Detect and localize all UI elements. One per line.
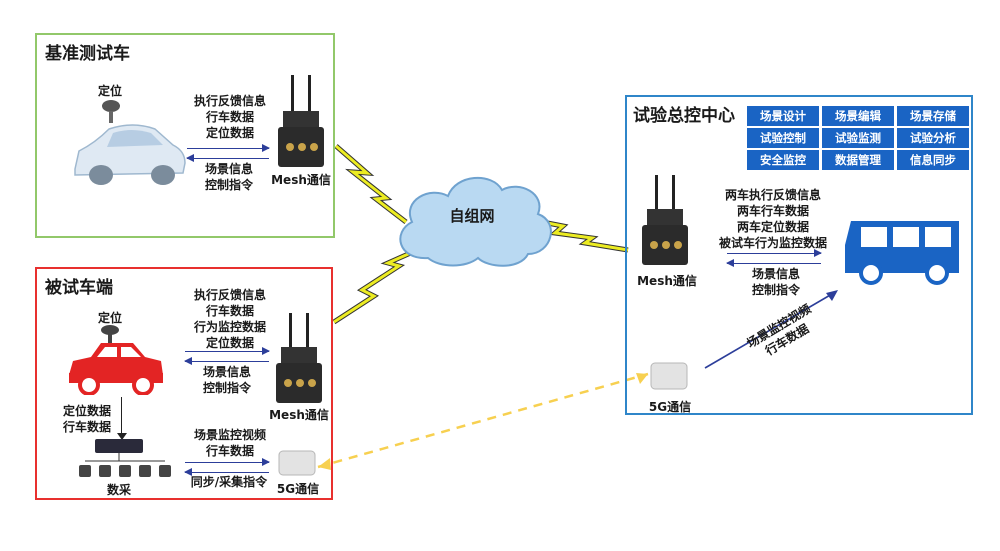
fiveg-arrow-left: [318, 458, 331, 470]
test-mesh-label: Mesh通信: [269, 408, 329, 422]
reference-downlink-1: 控制指令: [204, 178, 253, 192]
reference-uplink-2: 定位数据: [205, 126, 254, 140]
reference-downlink-arrow: [186, 154, 269, 162]
car-to-daq-arrowhead: [117, 433, 127, 440]
daq-label: 数采: [106, 483, 131, 497]
test-fiveg-uplink-arrow: [185, 458, 270, 466]
car-to-daq-line: [121, 397, 122, 437]
center-uplink-1: 两车行车数据: [736, 204, 809, 218]
reference-uplink-arrow: [187, 144, 270, 152]
cloud-icon: [399, 176, 552, 267]
bolt-ref: [334, 144, 408, 224]
test-downlink-1: 控制指令: [202, 381, 251, 395]
test-uplink-2: 行为监控数据: [193, 320, 266, 334]
test-vehicle-panel: 被试车端 定位 定位数据 行车数据 数采 执行反馈信息 行车数据 行为监控数据 …: [35, 267, 333, 500]
test-uplink-3: 定位数据: [205, 336, 254, 350]
fiveg-dashed-link: [317, 372, 649, 469]
test-uplink-0: 执行反馈信息: [193, 288, 266, 302]
test-uplink-arrow: [185, 347, 270, 355]
center-uplink-0: 两车执行反馈信息: [724, 188, 821, 202]
reference-downlink-0: 场景信息: [204, 162, 253, 176]
tile-test-analysis[interactable]: 试验分析: [897, 128, 969, 148]
center-downlink-arrow: [726, 259, 821, 267]
fiveg-module-icon: [278, 450, 316, 476]
gnss-antenna-icon: [101, 325, 119, 346]
tile-scene-design[interactable]: 场景设计: [747, 106, 819, 126]
center-fiveg-label: 5G通信: [648, 400, 692, 414]
mesh-radio-icon: [278, 75, 324, 167]
center-uplink-arrow: [727, 249, 822, 257]
test-positioning-label: 定位: [97, 311, 122, 325]
test-uplink-1: 行车数据: [205, 304, 254, 318]
network-label: 自组网: [449, 207, 495, 225]
tile-data-management[interactable]: 数据管理: [822, 150, 894, 170]
reference-vehicle-title: 基准测试车: [45, 44, 130, 64]
tile-scene-storage[interactable]: 场景存储: [897, 106, 969, 126]
center-uplink-2: 两车定位数据: [736, 220, 809, 234]
daq-unit-icon: [79, 439, 171, 477]
tile-test-control[interactable]: 试验控制: [747, 128, 819, 148]
reference-vehicle-panel: 基准测试车 定位 执行反馈信息 行车数据 定位数据 场景信息 控制指令 Mesh…: [35, 33, 335, 238]
tile-scene-edit[interactable]: 场景编辑: [822, 106, 894, 126]
reference-mesh-label: Mesh通信: [271, 173, 331, 187]
daq-data-0: 定位数据: [62, 404, 111, 418]
center-uplink-3: 被试车行为监控数据: [718, 236, 827, 250]
control-bus-icon: [845, 221, 959, 285]
test-fiveg-downlink-arrow: [184, 468, 269, 476]
reference-positioning-label: 定位: [97, 84, 122, 98]
center-mesh-label: Mesh通信: [637, 274, 697, 288]
mesh-radio-icon: [642, 175, 688, 265]
test-fiveg-uplink-0: 场景监控视频: [193, 428, 266, 442]
reference-uplink-1: 行车数据: [205, 110, 254, 124]
test-fiveg-downlink: 同步/采集指令: [190, 475, 268, 489]
fiveg-to-bus-line: [704, 293, 833, 369]
daq-data-1: 行车数据: [62, 420, 111, 434]
center-fiveg-data: 场景监控视频 行车数据: [740, 299, 825, 368]
reference-uplink-0: 执行反馈信息: [193, 94, 266, 108]
control-center-title: 试验总控中心: [633, 106, 735, 126]
center-downlink-0: 场景信息: [751, 267, 800, 281]
test-fiveg-label: 5G通信: [276, 482, 320, 496]
control-center-panel: 试验总控中心 场景设计 场景编辑 场景存储 试验控制 试验监测 试验分析 安全监…: [625, 95, 973, 415]
test-downlink-0: 场景信息: [202, 365, 251, 379]
gnss-antenna-icon: [102, 100, 120, 123]
fiveg-arrow-right: [636, 373, 648, 384]
test-fiveg-uplink-1: 行车数据: [205, 444, 254, 458]
test-vehicle-title: 被试车端: [45, 278, 113, 298]
fiveg-to-bus-arrowhead: [826, 290, 838, 301]
tile-test-monitoring[interactable]: 试验监测: [822, 128, 894, 148]
fiveg-module-icon: [650, 362, 688, 390]
tile-safety-monitoring[interactable]: 安全监控: [747, 150, 819, 170]
mesh-radio-icon: [276, 313, 322, 403]
test-downlink-arrow: [184, 357, 269, 365]
bolt-test: [332, 244, 426, 325]
tile-info-sync[interactable]: 信息同步: [897, 150, 969, 170]
reference-car-icon: [74, 124, 186, 185]
center-downlink-1: 控制指令: [751, 283, 800, 297]
test-car-icon: [69, 343, 163, 395]
